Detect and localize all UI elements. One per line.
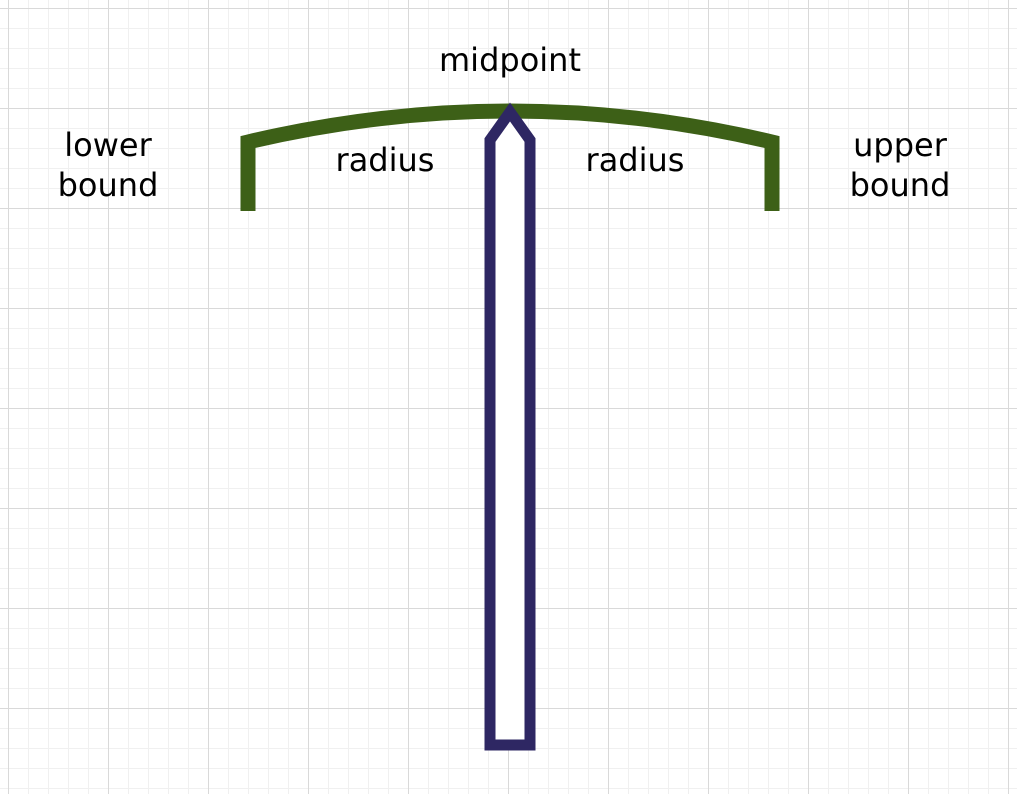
lower-bound-label: lower bound <box>28 125 188 205</box>
midpoint-arrow <box>484 102 536 751</box>
lower-bound-label-line1: lower <box>64 126 152 164</box>
upper-bound-label: upper bound <box>820 125 980 205</box>
radius-right-label: radius <box>550 140 720 180</box>
upper-bound-label-line1: upper <box>853 126 947 164</box>
midpoint-label: midpoint <box>410 40 610 80</box>
lower-bound-label-line2: bound <box>57 166 159 204</box>
radius-right-label-text: radius <box>585 141 685 179</box>
radius-left-label: radius <box>300 140 470 180</box>
upper-bound-label-line2: bound <box>849 166 951 204</box>
midpoint-label-text: midpoint <box>439 41 581 79</box>
radius-left-label-text: radius <box>335 141 435 179</box>
